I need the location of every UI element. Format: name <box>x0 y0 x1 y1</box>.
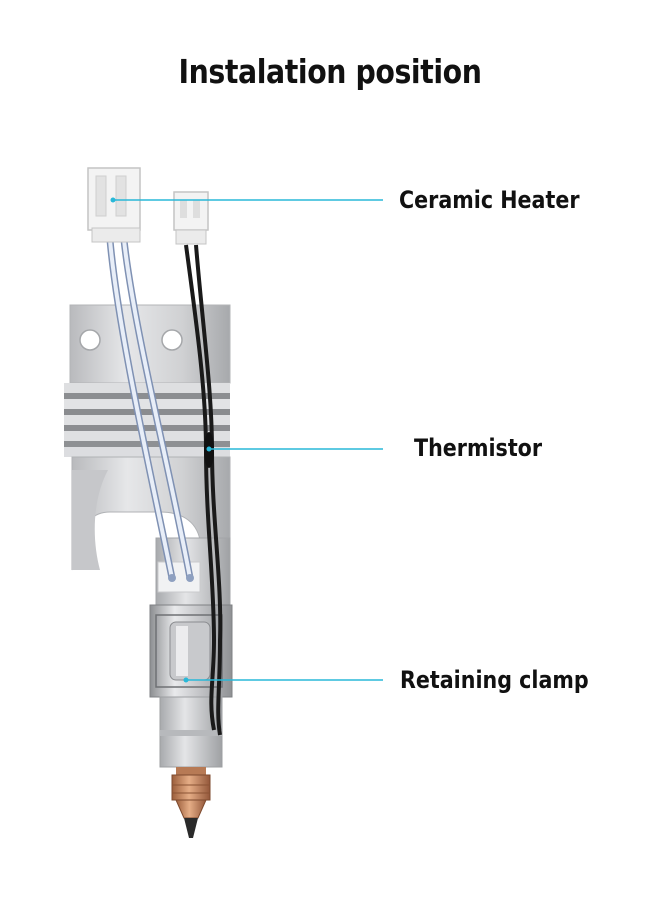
callout-lines <box>110 197 383 683</box>
mount-hole-right <box>161 329 183 351</box>
mount-hole-left <box>79 329 101 351</box>
label-retaining-clamp: Retaining clamp <box>400 666 589 694</box>
page-title: Instalation position <box>178 52 482 91</box>
brass-nozzle <box>171 767 211 838</box>
label-ceramic-heater: Ceramic Heater <box>399 186 580 214</box>
ceramic-heater-wires <box>106 239 194 582</box>
label-thermistor: Thermistor <box>414 434 543 462</box>
thermistor-connector <box>173 191 209 245</box>
ceramic-heater-connector <box>87 167 141 243</box>
